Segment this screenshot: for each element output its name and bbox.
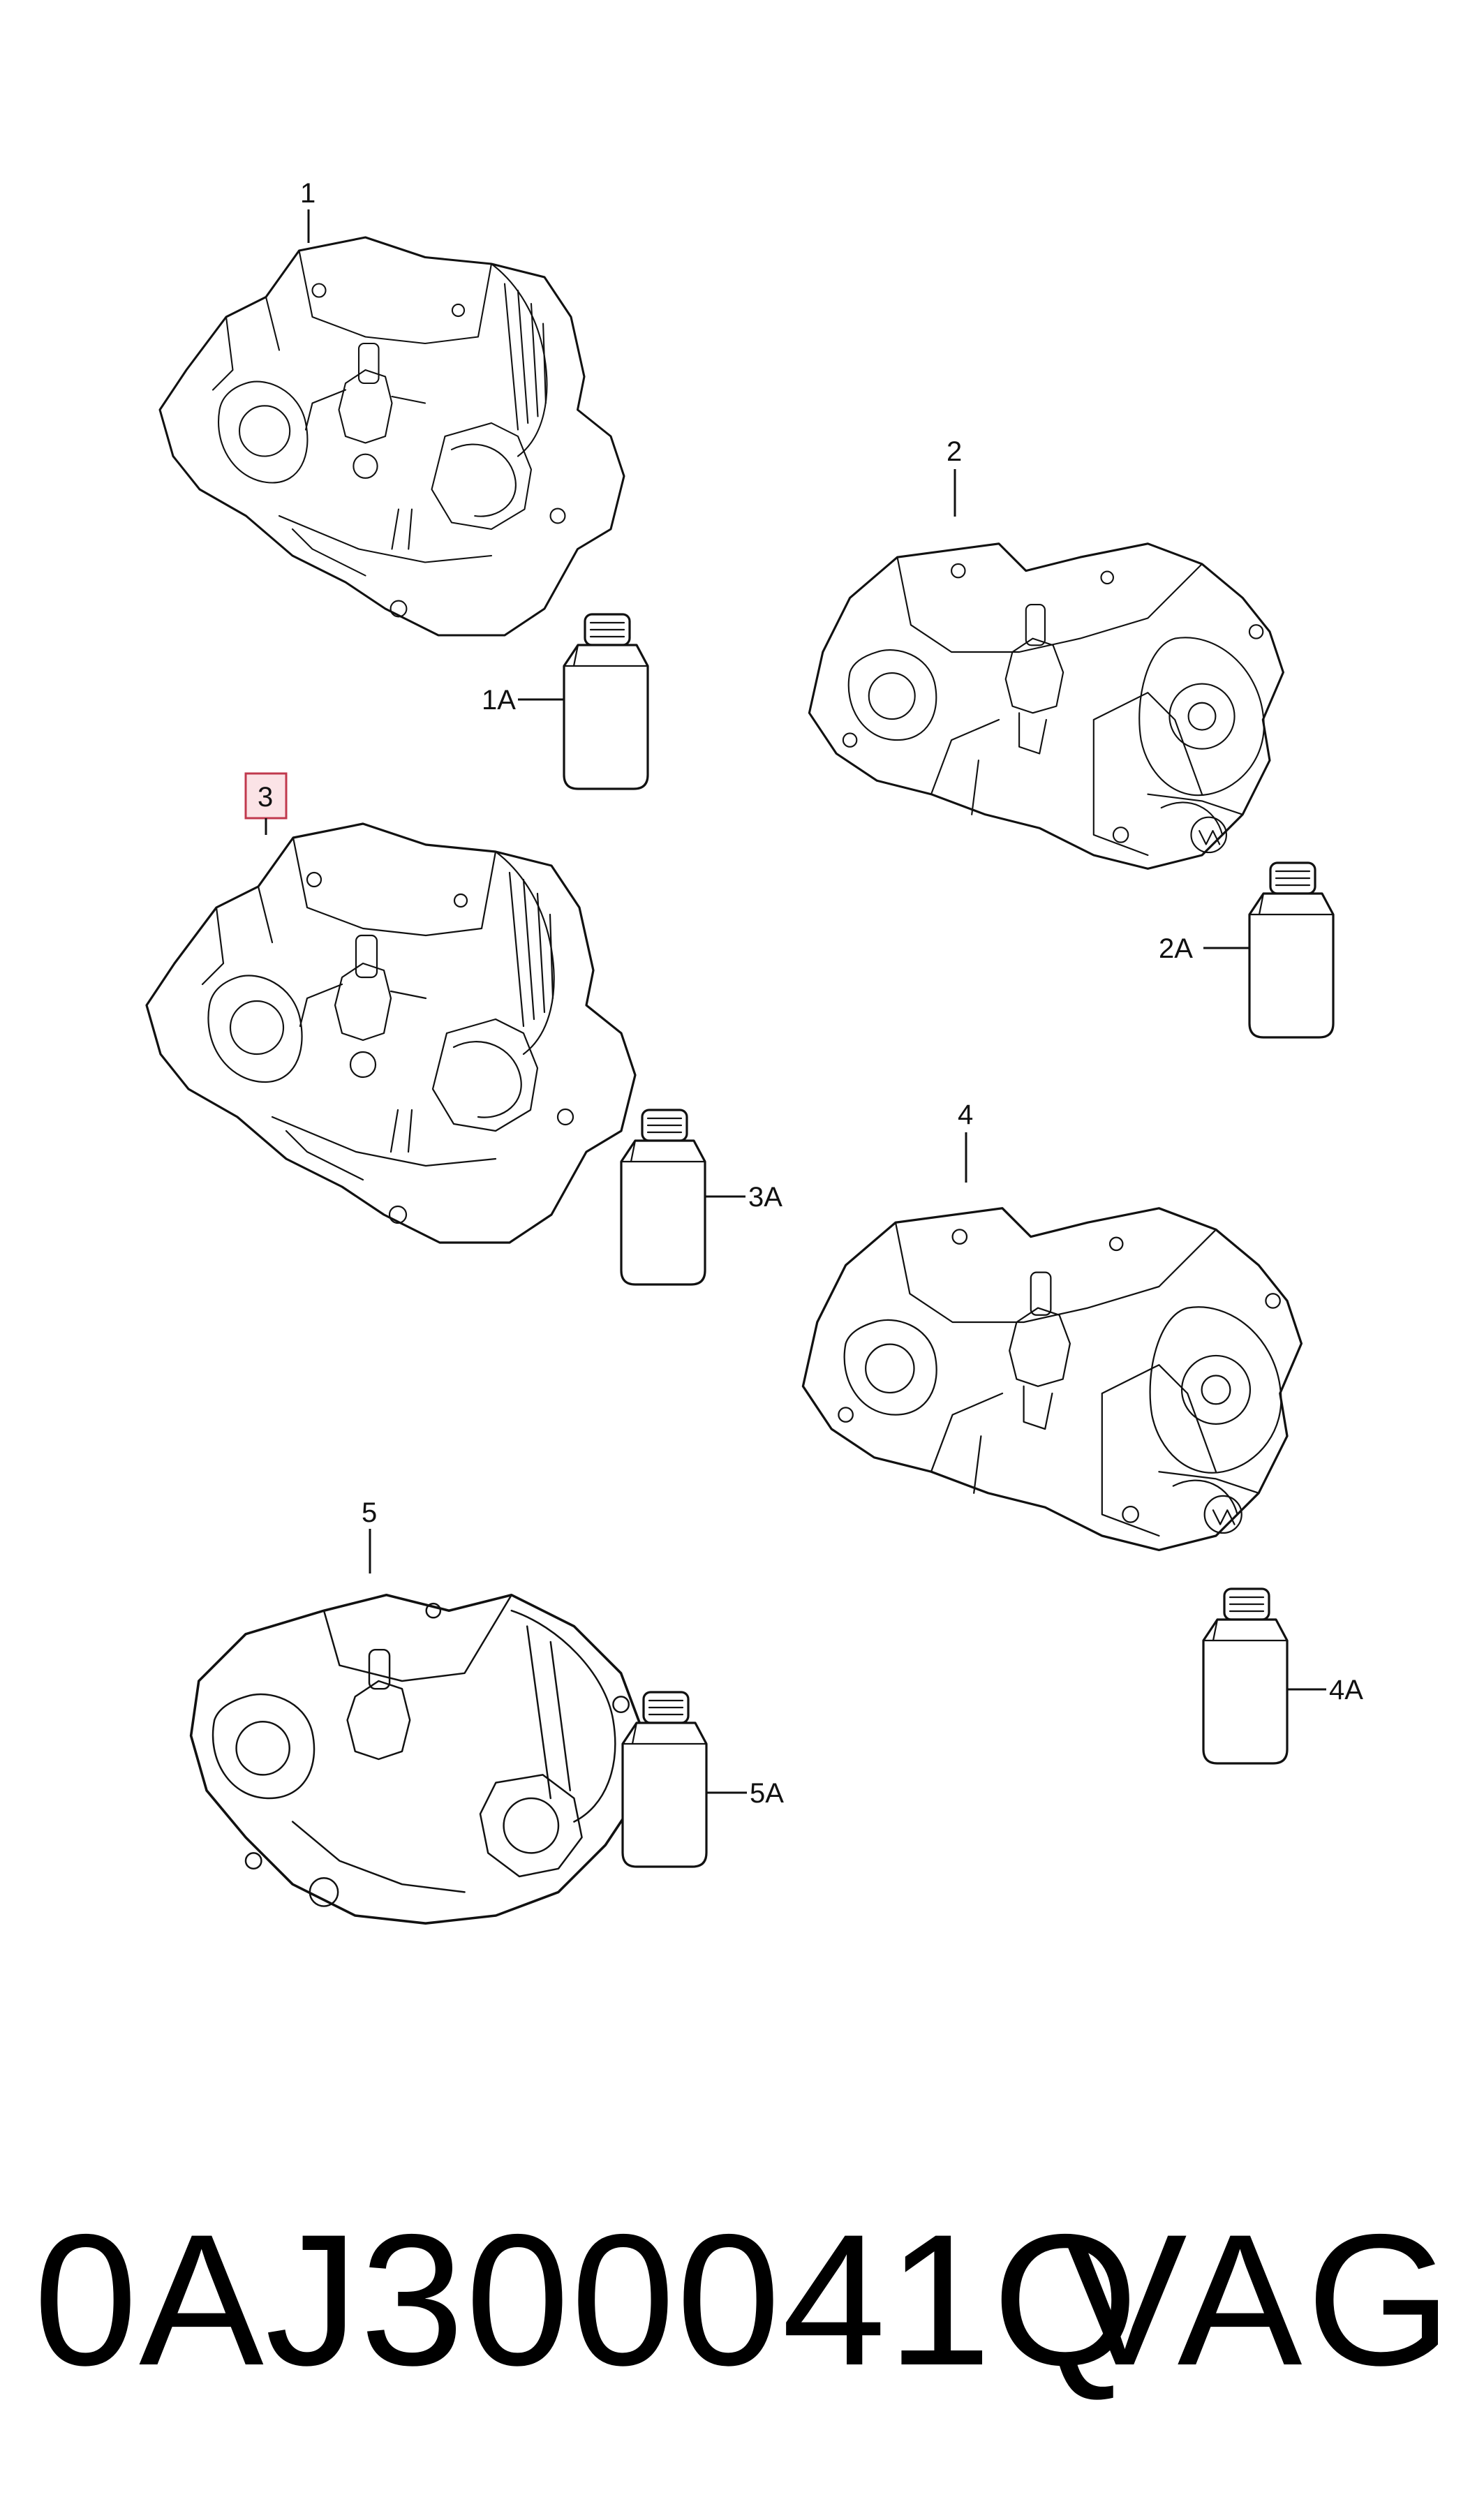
oil-bottle-4a-icon bbox=[1202, 1587, 1289, 1765]
callout-1a: 1A bbox=[482, 685, 516, 716]
brand-name: VAG bbox=[1062, 2195, 1456, 2404]
callout-2a: 2A bbox=[1159, 933, 1193, 964]
oil-bottle-3a-icon bbox=[620, 1109, 706, 1286]
callout-3a: 3A bbox=[748, 1182, 782, 1213]
part-number: 0AJ300041Q bbox=[34, 2195, 1140, 2404]
gearbox-2-drawing bbox=[808, 542, 1284, 870]
callout-3-highlight bbox=[244, 772, 288, 820]
gearbox-4-drawing bbox=[801, 1207, 1303, 1552]
gearbox-3-drawing bbox=[145, 822, 637, 1244]
callout-4a: 4A bbox=[1329, 1675, 1363, 1705]
oil-bottle-1a-icon bbox=[563, 613, 649, 790]
callout-4: 4 bbox=[958, 1099, 973, 1130]
oil-bottle-2a-icon bbox=[1248, 861, 1335, 1039]
gearbox-1-drawing bbox=[158, 236, 625, 637]
callout-1: 1 bbox=[300, 178, 316, 209]
callout-3: 3 bbox=[258, 782, 273, 813]
gearbox-5-drawing bbox=[189, 1594, 646, 1925]
callout-5a: 5A bbox=[750, 1778, 784, 1809]
callout-5: 5 bbox=[362, 1497, 377, 1528]
callout-2: 2 bbox=[947, 436, 962, 467]
